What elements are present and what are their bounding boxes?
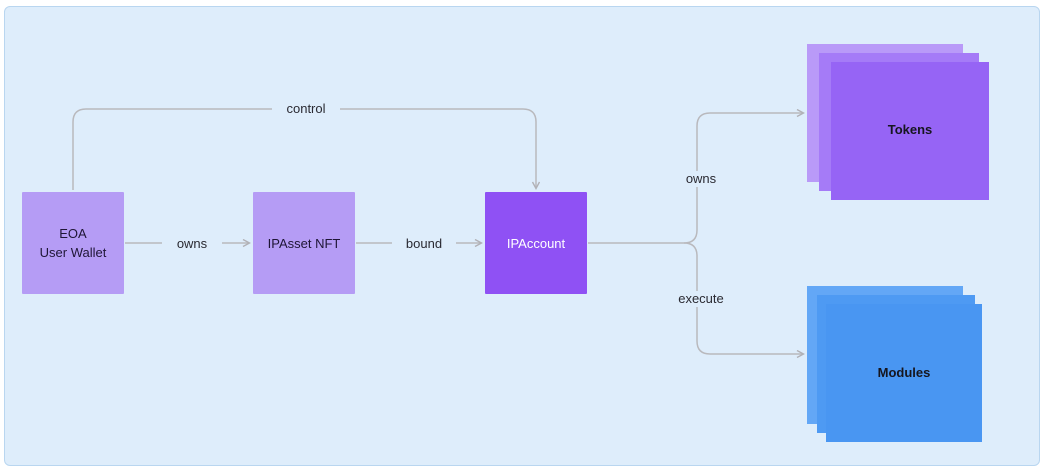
node-ipaccount-label: IPAccount: [506, 235, 566, 251]
node-ipaccount: IPAccount: [485, 192, 587, 294]
edge-label-execute: execute: [664, 291, 738, 307]
tokens-stack-layer-front: [831, 62, 989, 200]
node-ipasset-nft: IPAsset NFT: [253, 192, 355, 294]
node-eoa-line2: User Wallet: [39, 245, 107, 260]
edge-label-bound: bound: [392, 236, 456, 252]
edge-label-owns-tokens: owns: [672, 171, 730, 187]
modules-stack-layer-front: [826, 304, 982, 442]
node-modules-label: Modules: [877, 365, 931, 380]
node-eoa-line1: EOA: [59, 226, 87, 241]
edge-control: [72, 108, 536, 190]
node-ipasset-label: IPAsset NFT: [267, 235, 341, 251]
edge-execute-modules: [683, 242, 803, 354]
edge-label-owns-eoa: owns: [162, 236, 222, 252]
node-tokens-label: Tokens: [887, 122, 933, 137]
node-eoa-user-wallet: EOA User Wallet: [22, 192, 124, 294]
edge-label-control: control: [272, 101, 340, 117]
edge-owns-tokens: [683, 113, 803, 244]
